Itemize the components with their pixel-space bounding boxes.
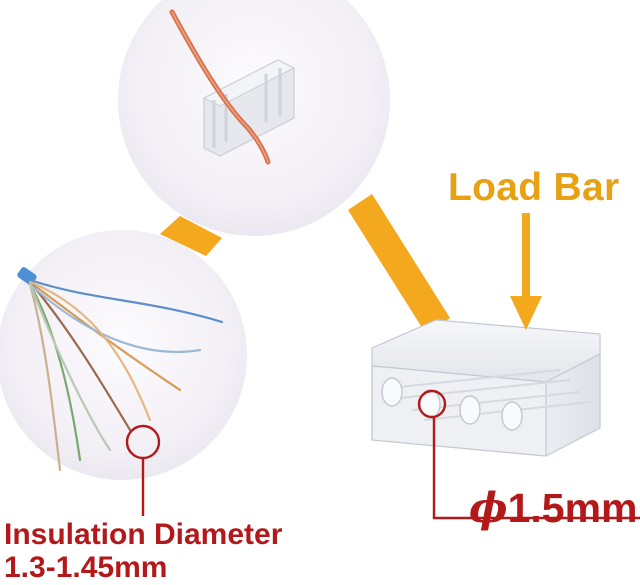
load-bar-detail-circle (118, 0, 390, 236)
insulation-title: Insulation Diameter (4, 518, 283, 551)
load-bar-arrow (510, 213, 542, 330)
load-bar-label: Load Bar (448, 166, 620, 209)
small-load-bar (202, 59, 296, 157)
connector-bar-right (348, 194, 450, 334)
connector-bar-left (160, 216, 222, 256)
insulation-range: 1.3-1.45mm (4, 551, 168, 584)
pin-diameter-label: ϕ1.5mm (469, 488, 638, 529)
wires-detail-circle (0, 230, 247, 480)
diameter-value: 1.5mm (507, 485, 638, 531)
diameter-symbol: ϕ (469, 484, 508, 532)
insulation-diameter-callout (125, 424, 161, 516)
large-load-bar (371, 319, 601, 457)
hole-diameter-callout (417, 389, 640, 520)
insulation-diameter-label: Insulation Diameter 1.3-1.45mm (4, 518, 282, 584)
